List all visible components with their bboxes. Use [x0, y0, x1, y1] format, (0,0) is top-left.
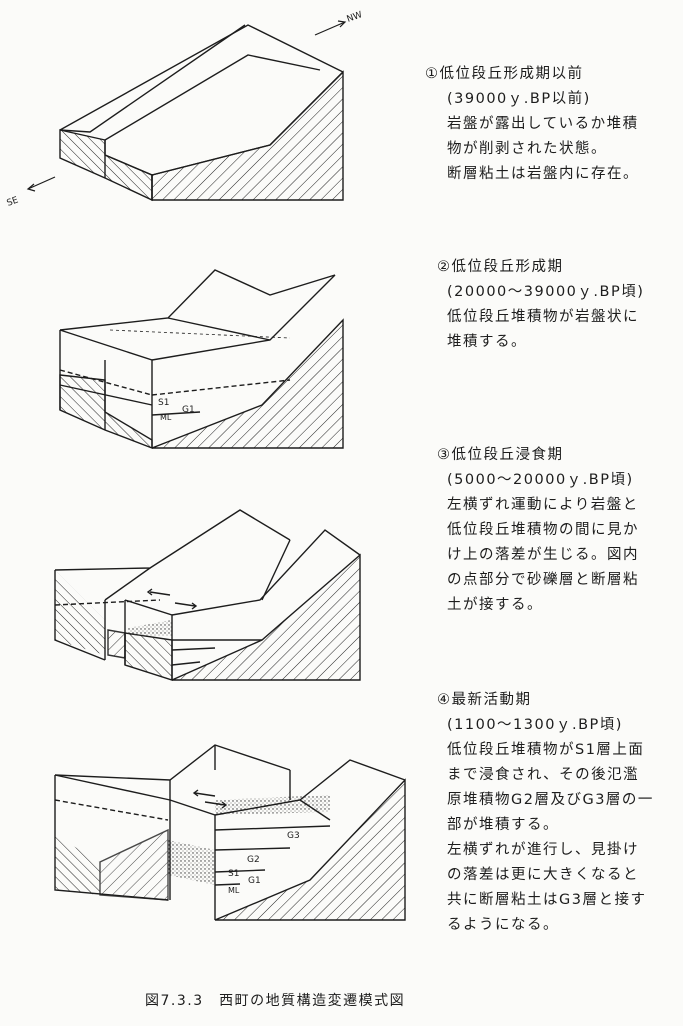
stage-line: 左横ずれ運動により岩盤と	[447, 497, 639, 513]
g1-label-stage2: G1	[182, 405, 195, 415]
stage-2-description: ②低位段丘形成期 (20000～39000ｙ.BP頃) 低位段丘堆積物が岩盤状に…	[425, 255, 675, 355]
stage-line: 堆積する。	[447, 334, 527, 350]
stage-title: ③低位段丘浸食期	[437, 447, 564, 463]
stage-line: (1100～1300ｙ.BP頃)	[447, 717, 623, 733]
diagram-stage-4	[54, 744, 406, 921]
stage-line: るようになる。	[447, 917, 559, 933]
se-arrow	[26, 176, 56, 192]
stage-1-description: ①低位段丘形成期以前 (39000ｙ.BP以前) 岩盤が露出しているか堆積 物が…	[425, 62, 675, 187]
stage-line: 左横ずれが進行し、見掛け	[447, 842, 639, 858]
stage-line: け上の落差が生じる。図内	[447, 547, 639, 563]
stage-3-description: ③低位段丘浸食期 (5000～20000ｙ.BP頃) 左横ずれ運動により岩盤と …	[425, 443, 675, 618]
stage-line: 断層粘土は岩盤内に存在。	[447, 166, 639, 182]
stage-line: まで浸食され、その後氾濫	[447, 767, 640, 783]
stage-line: (39000ｙ.BP以前)	[447, 91, 591, 107]
figure-caption: 図7.3.3 西町の地質構造変遷模式図	[145, 993, 406, 1009]
diagram-stage-1	[59, 24, 344, 202]
stage-line: 部が堆積する。	[447, 817, 559, 833]
g1-label-stage4: G1	[248, 876, 261, 886]
stage-line: 低位段丘堆積物が岩盤状に	[447, 309, 639, 325]
diagram-stage-3	[54, 509, 361, 681]
stage-line: の点部分で砂礫層と断層粘	[447, 572, 639, 588]
stage-line: 共に断層粘土はG3層と接す	[447, 892, 647, 908]
ml-label-stage4: ML	[228, 886, 240, 895]
se-label: SE	[6, 195, 20, 208]
stage-4-description: ④最新活動期 (1100～1300ｙ.BP頃) 低位段丘堆積物がS1層上面 まで…	[425, 688, 675, 938]
stage-title: ④最新活動期	[437, 692, 532, 708]
stage-line: 物が削剥された状態。	[447, 141, 607, 157]
stage-line: 低位段丘堆積物の間に見か	[447, 522, 639, 538]
g3-label: G3	[287, 831, 300, 841]
stage-line: 岩盤が露出しているか堆積	[447, 116, 639, 132]
nw-label: NW	[346, 10, 364, 25]
s1-label-stage2: S1	[158, 398, 169, 408]
stage-line: 低位段丘堆積物がS1層上面	[447, 742, 645, 758]
diagram-stage-2	[59, 269, 344, 450]
stage-line: (20000～39000ｙ.BP頃)	[447, 284, 645, 300]
stage-title: ①低位段丘形成期以前	[425, 66, 584, 82]
ml-label-stage2: ML	[160, 413, 172, 422]
block-diagrams: NW SE S1 G1 ML	[6, 10, 406, 921]
nw-arrow	[314, 20, 347, 36]
stage-line: (5000～20000ｙ.BP頃)	[447, 472, 634, 488]
stage-line: 土が接する。	[447, 597, 543, 613]
s1-label-stage4: S1	[228, 869, 239, 879]
stage-line: の落差は更に大きくなると	[447, 867, 639, 883]
stage-title: ②低位段丘形成期	[437, 259, 564, 275]
g2-label: G2	[247, 855, 260, 865]
stage-line: 原堆積物G2層及びG3層の一	[447, 792, 654, 808]
